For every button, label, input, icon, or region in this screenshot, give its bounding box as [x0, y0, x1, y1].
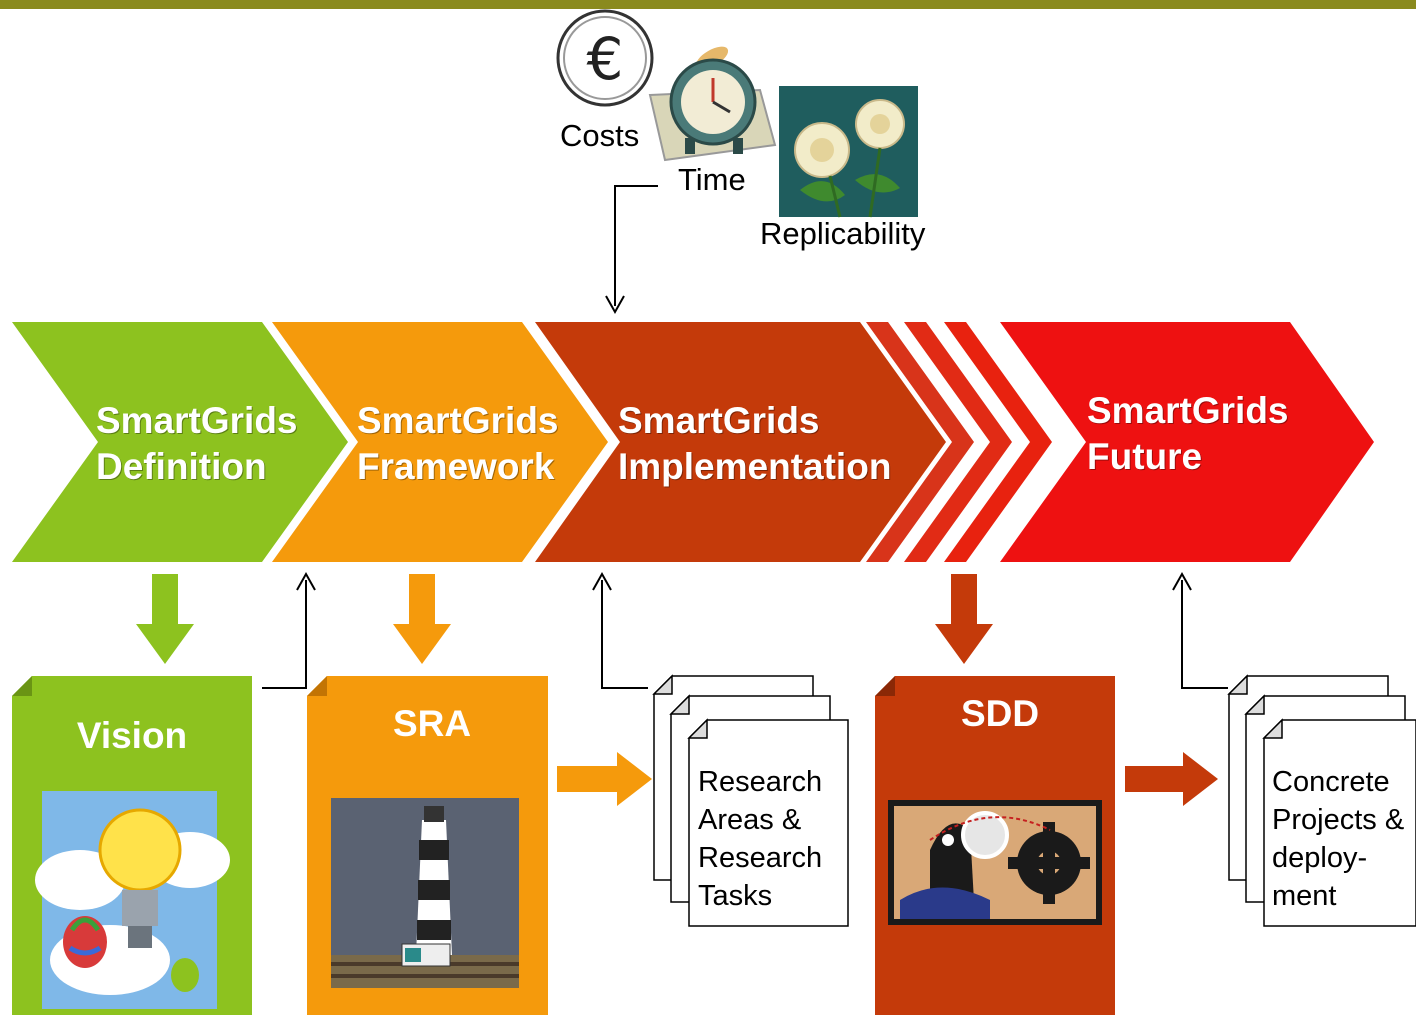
projects-line4: ment	[1272, 880, 1337, 912]
down-arrow-implementation	[935, 574, 993, 664]
research-line4: Tasks	[698, 880, 773, 912]
research-line2: Areas &	[698, 804, 802, 836]
implementation-line2: Implementation	[618, 446, 892, 487]
vision-title: Vision	[76, 715, 188, 756]
projects-line2: Projects &	[1272, 804, 1405, 836]
implementation-label: SmartGrids Implementation	[618, 398, 891, 490]
projects-line3: deploy-	[1272, 842, 1368, 874]
future-label: SmartGrids Future	[1087, 388, 1289, 480]
framework-line2: Framework	[357, 446, 555, 487]
chevron-implementation	[535, 322, 946, 562]
chevron-framework	[272, 322, 608, 562]
future-line2: Future	[1087, 436, 1203, 477]
time-label: Time	[678, 162, 746, 197]
future-line1: SmartGrids	[1087, 390, 1289, 431]
svg-text:€: €	[587, 25, 624, 93]
definition-line1: SmartGrids	[96, 400, 298, 441]
top-border-bar	[0, 0, 1416, 9]
implementation-line1: SmartGrids	[618, 400, 820, 441]
right-arrow-sra	[557, 752, 652, 806]
stripe-2	[904, 322, 1012, 562]
euro-coin-icon: €	[556, 9, 654, 107]
research-line1: Research	[698, 766, 823, 798]
definition-line2: Definition	[96, 446, 267, 487]
stripe-1	[866, 322, 974, 562]
framework-label: SmartGrids Framework	[357, 398, 559, 490]
projects-stack	[1227, 674, 1416, 927]
sra-document	[307, 676, 548, 1015]
sdd-document	[875, 676, 1115, 1015]
framework-line1: SmartGrids	[357, 400, 559, 441]
down-arrow-framework	[393, 574, 451, 664]
definition-label: SmartGrids Definition	[96, 398, 298, 490]
right-arrow-sdd	[1125, 752, 1218, 806]
roses-icon	[779, 86, 918, 218]
chevron-future	[1000, 322, 1374, 562]
sdd-title: SDD	[960, 693, 1040, 734]
replicability-label: Replicability	[760, 216, 926, 251]
projects-stack-text: Concrete Projects & deploy- ment	[1272, 763, 1404, 915]
chevron-definition	[12, 322, 348, 562]
projects-line1: Concrete	[1272, 766, 1390, 798]
vision-document	[12, 676, 252, 1015]
down-arrow-definition	[136, 574, 194, 664]
stripe-3	[944, 322, 1052, 562]
costs-label: Costs	[560, 118, 640, 153]
sra-title: SRA	[392, 703, 472, 744]
research-stack	[652, 674, 849, 927]
research-line3: Research	[698, 842, 823, 874]
research-stack-text: Research Areas & Research Tasks	[698, 763, 822, 915]
alarm-clock-icon	[648, 46, 777, 162]
